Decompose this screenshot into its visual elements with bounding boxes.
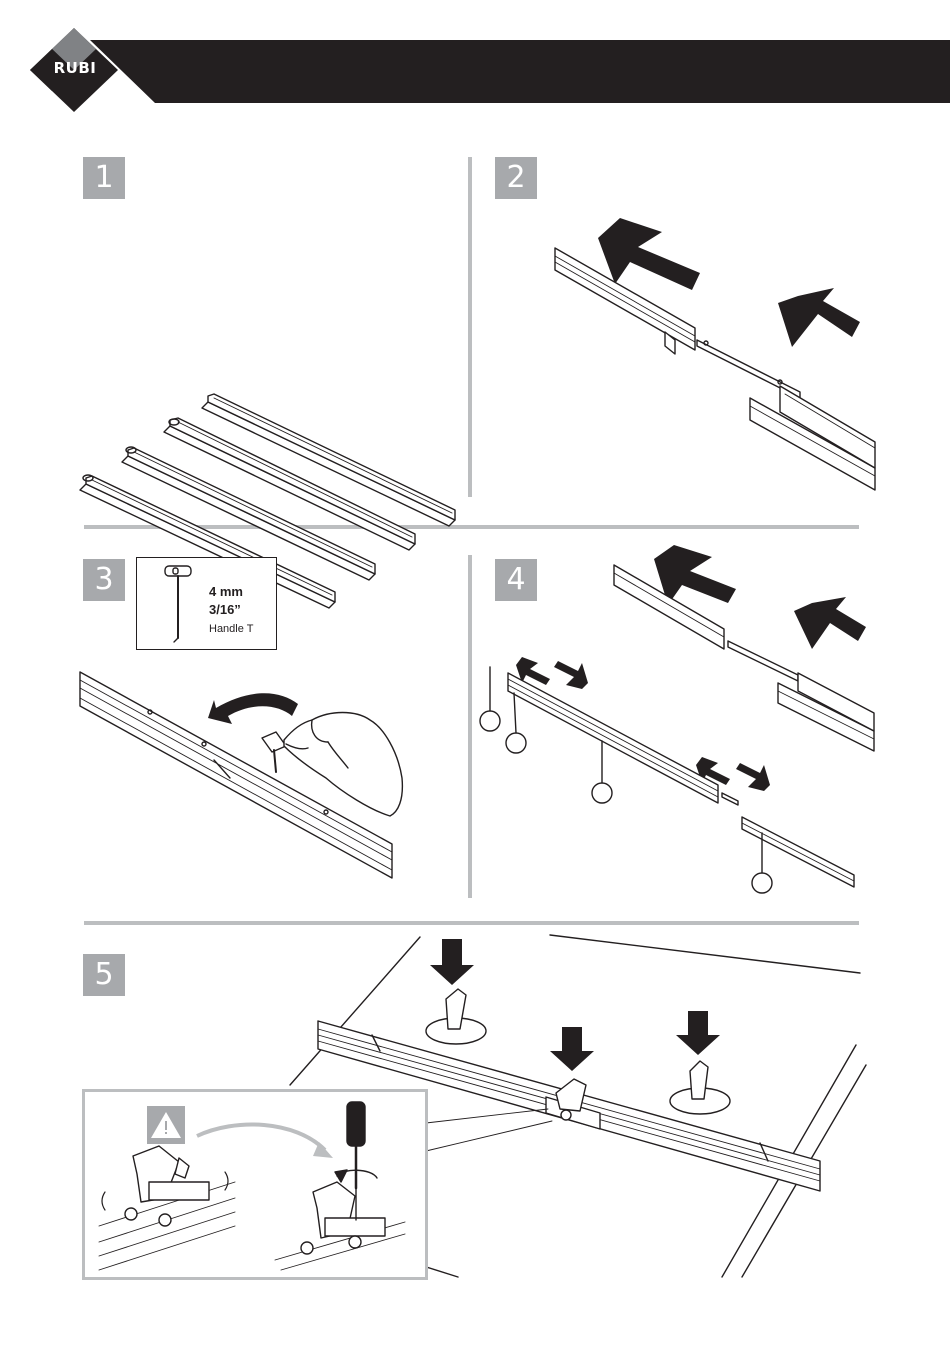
tool-label: Handle T <box>209 623 253 635</box>
tool-size-metric: 4 mm <box>209 584 243 599</box>
inset-illustration <box>85 1092 425 1277</box>
step1-rails-illustration <box>0 140 470 500</box>
pinch-arrow-d <box>736 763 770 791</box>
press-arrow-1 <box>430 939 474 985</box>
transition-arrow <box>197 1124 325 1150</box>
step2-join-illustration <box>480 150 900 490</box>
rubi-logo <box>0 0 120 112</box>
step-number-3: 3 <box>83 559 125 601</box>
pinch-arrow-b <box>554 661 588 689</box>
tool-callout: 4 mm 3/16” Handle T <box>136 557 277 650</box>
push-arrow-left-4 <box>794 597 866 649</box>
brand-logo-text: RUBI <box>46 59 104 77</box>
t-handle-hex-key-icon <box>159 562 199 652</box>
step3-tighten-illustration <box>80 660 480 900</box>
header-bar: RUBI <box>0 0 950 112</box>
push-arrow-left <box>778 288 860 347</box>
tool-size-imperial: 3/16” <box>209 602 241 617</box>
press-arrow-2 <box>550 1027 594 1071</box>
rotate-arrow <box>208 693 298 724</box>
detail-inset <box>82 1089 428 1280</box>
header-bar-shape <box>0 0 950 112</box>
push-arrow-right <box>598 218 700 290</box>
press-arrow-3 <box>676 1011 720 1055</box>
step4-assembly-illustration <box>478 545 878 885</box>
